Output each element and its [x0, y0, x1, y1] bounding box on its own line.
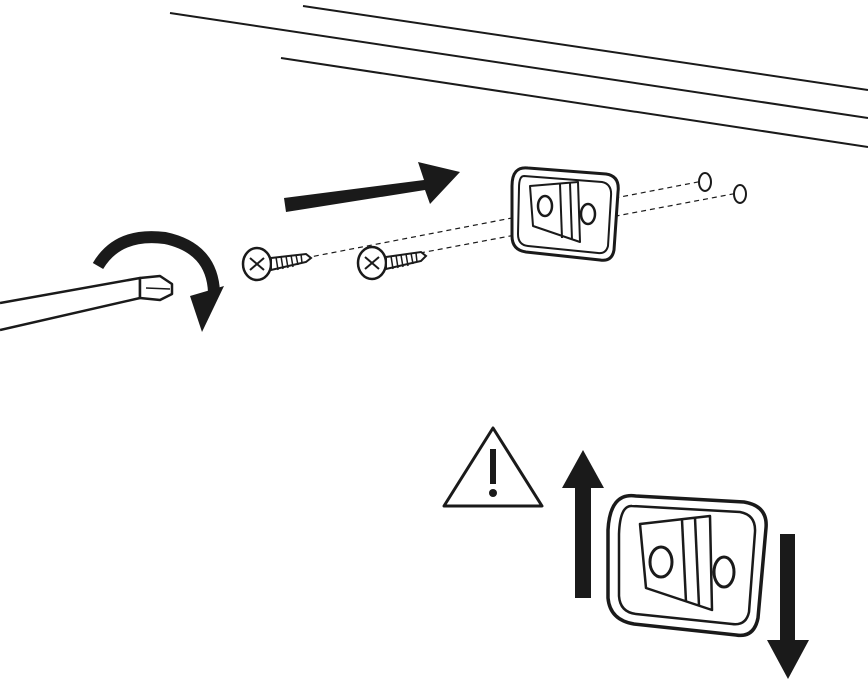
- clockwise-rotation-icon: [92, 231, 224, 332]
- up-arrow-icon: [562, 450, 604, 598]
- cabinet-edge: [169, 5, 868, 148]
- mounting-bracket: [510, 166, 620, 262]
- warning-triangle-icon: [442, 426, 544, 508]
- screwdriver: [0, 274, 174, 332]
- alignment-guides: [304, 180, 739, 259]
- push-arrow-icon: [284, 162, 460, 212]
- screw: [241, 246, 313, 282]
- wall-hole: [698, 172, 747, 204]
- mounting-bracket-detail: [606, 493, 768, 638]
- down-arrow-icon: [767, 534, 809, 679]
- screw: [356, 245, 428, 281]
